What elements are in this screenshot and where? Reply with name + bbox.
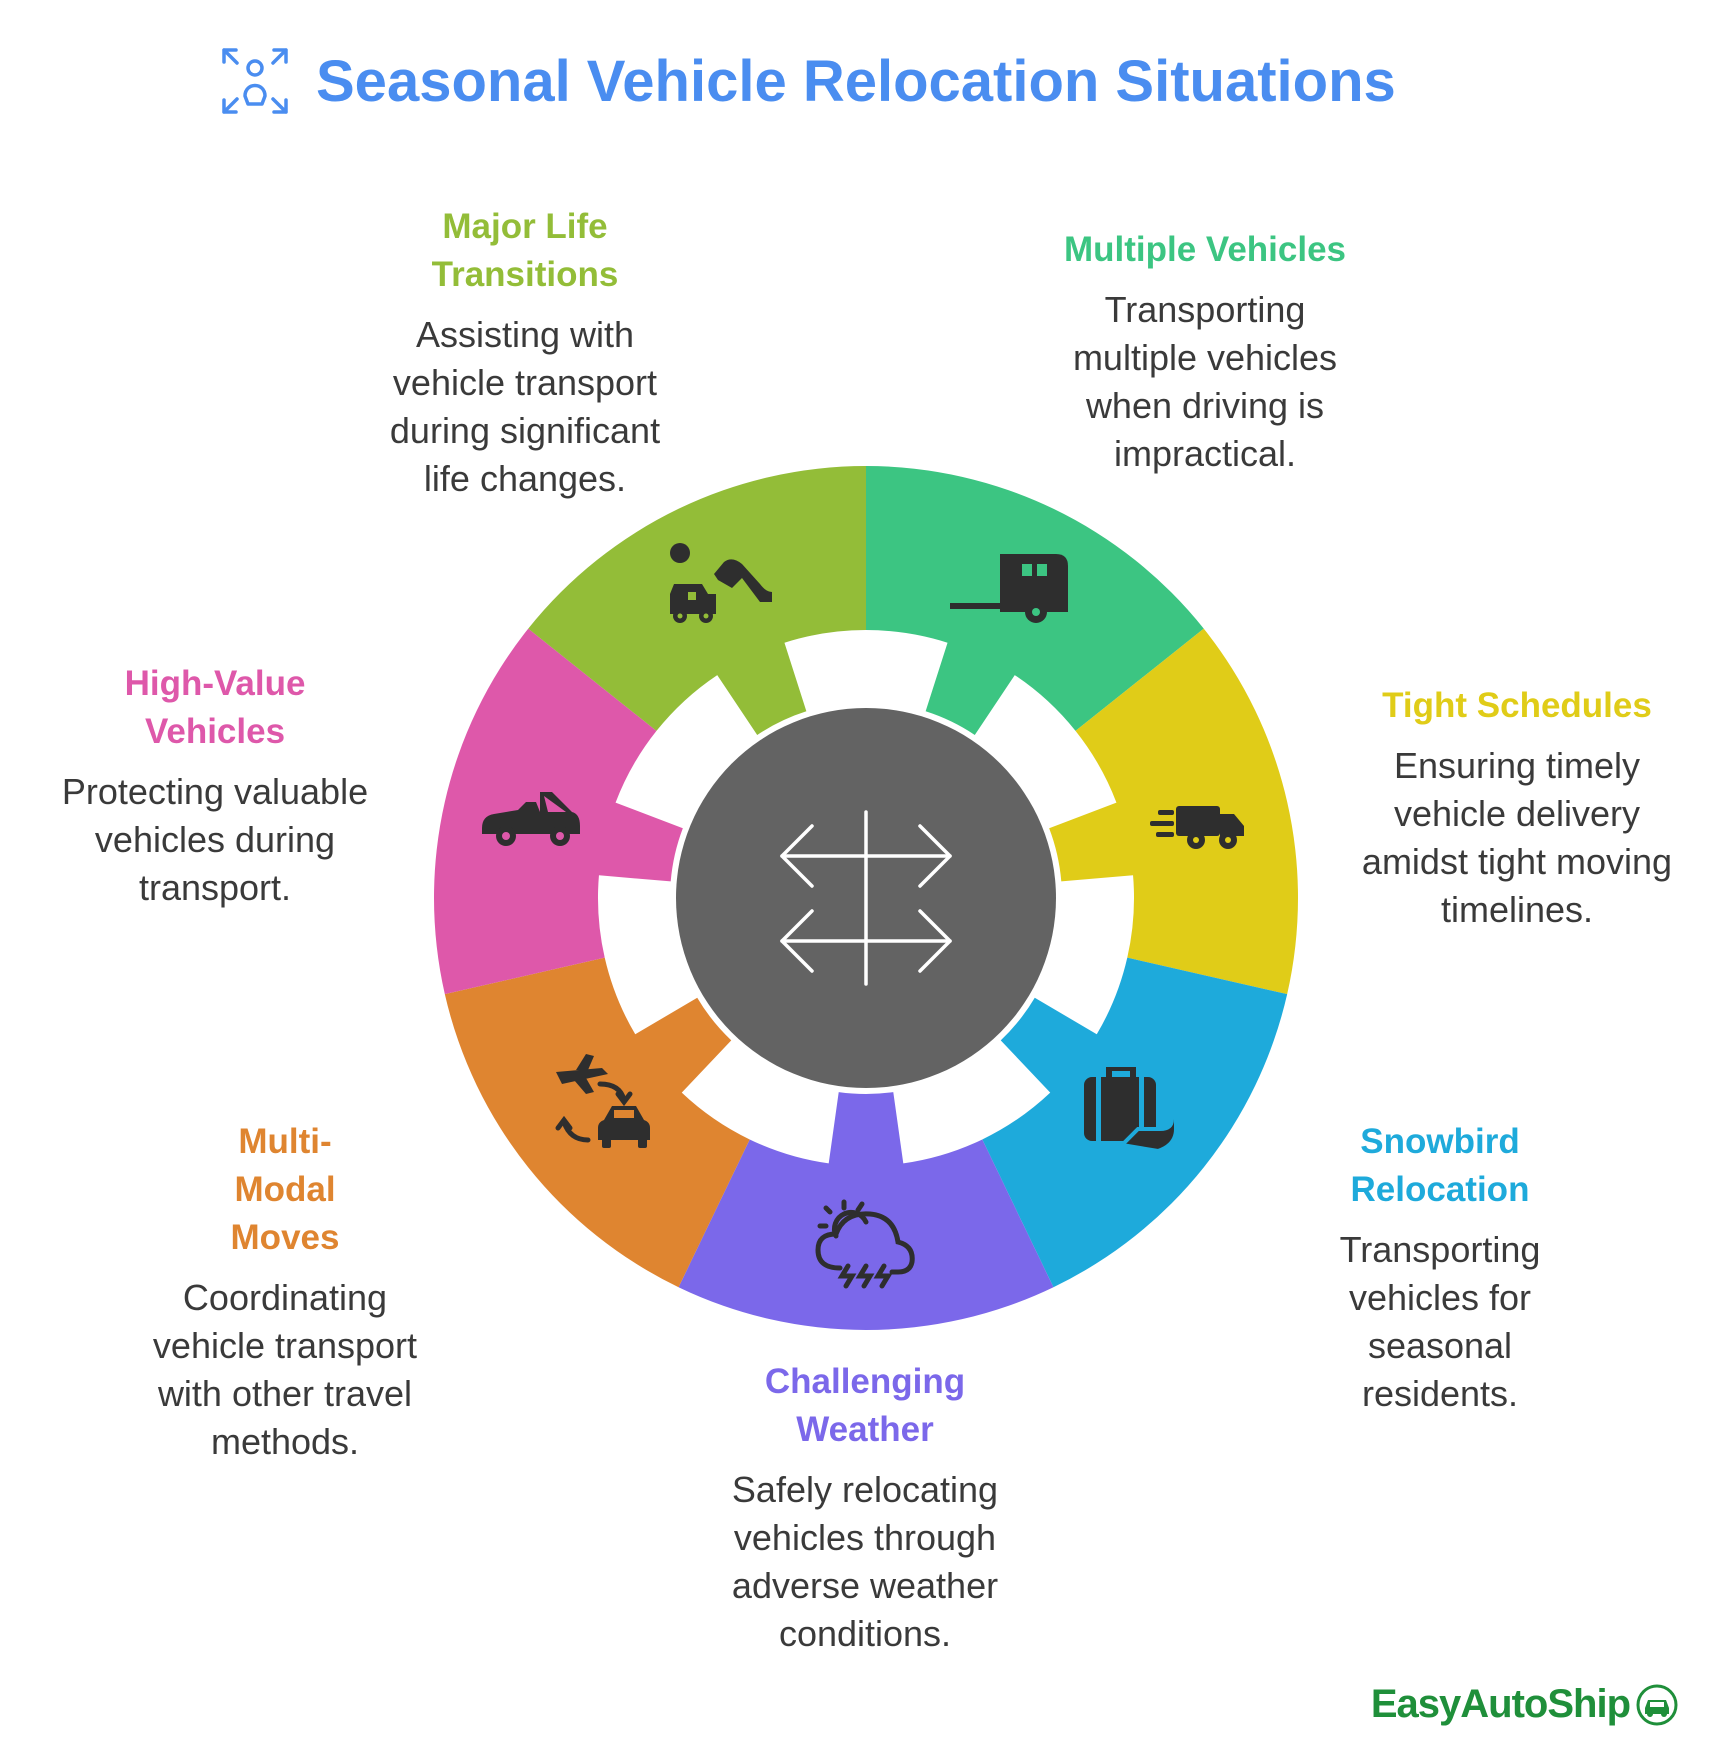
luggage-icon — [1084, 1067, 1178, 1154]
car-badge-icon — [1636, 1684, 1678, 1725]
label-multiple-vehicles: Multiple Vehicles Transporting multiple … — [1015, 226, 1395, 478]
person-with-toy-car-icon — [670, 543, 772, 623]
label-description: Protecting valuable vehicles during tran… — [61, 771, 369, 908]
trailer-icon — [950, 554, 1068, 623]
brand-logo: EasyAutoShip — [1371, 1682, 1678, 1727]
label-snowbird-relocation: Snowbird Relocation Transporting vehicle… — [1310, 1118, 1570, 1418]
brand-name: EasyAutoShip — [1370, 1682, 1631, 1726]
title-row: Seasonal Vehicle Relocation Situations — [220, 46, 1396, 116]
label-heading: Major Life Transitions — [431, 207, 619, 294]
label-heading: Tight Schedules — [1382, 686, 1652, 725]
storm-cloud-icon — [815, 1199, 915, 1289]
person-expand-icon — [222, 48, 288, 114]
label-heading: Challenging Weather — [764, 1362, 966, 1449]
crossing-arrows-icon — [780, 810, 952, 986]
label-tight-schedules: Tight Schedules Ensuring timely vehicle … — [1352, 682, 1682, 934]
label-description: Ensuring timely vehicle delivery amidst … — [1361, 745, 1673, 930]
label-heading: High-Value Vehicles — [124, 664, 306, 751]
convertible-car-icon — [482, 792, 580, 846]
label-heading: Multi-Modal Moves — [230, 1122, 340, 1257]
wheel-segment-multimodal — [444, 957, 750, 1288]
label-heading: Multiple Vehicles — [1063, 230, 1347, 269]
label-high-value-vehicles: High-Value Vehicles Protecting valuable … — [60, 660, 370, 912]
page-title: Seasonal Vehicle Relocation Situations — [316, 48, 1396, 114]
label-description: Assisting with vehicle transport during … — [389, 314, 661, 499]
label-challenging-weather: Challenging Weather Safely relocating ve… — [705, 1358, 1025, 1658]
label-description: Transporting vehicles for seasonal resid… — [1339, 1229, 1541, 1414]
label-description: Safely relocating vehicles through adver… — [731, 1469, 999, 1654]
label-description: Coordinating vehicle transport with othe… — [152, 1277, 418, 1462]
label-multi-modal-moves: Multi-Modal Moves Coordinating vehicle t… — [130, 1118, 440, 1466]
wheel-segment-weather — [678, 1092, 1054, 1331]
label-heading: Snowbird Relocation — [1350, 1122, 1530, 1209]
fast-truck-icon — [1150, 806, 1244, 849]
label-major-life-transitions: Major Life Transitions Assisting with ve… — [370, 203, 680, 503]
plane-car-icon — [555, 1054, 650, 1148]
label-description: Transporting multiple vehicles when driv… — [1072, 289, 1338, 474]
